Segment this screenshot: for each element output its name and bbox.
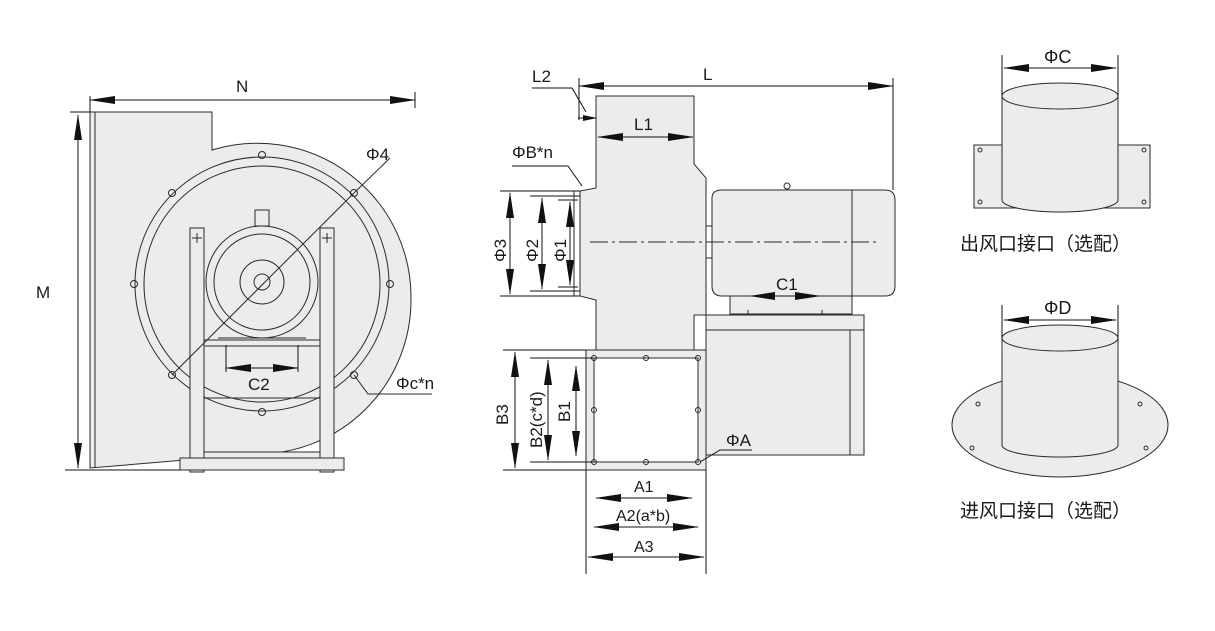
dim-label-phid: ΦD	[1044, 298, 1071, 318]
motor-stand-right	[319, 227, 335, 473]
inlet-caption: 进风口接口（选配）	[960, 500, 1131, 522]
dim-label-phic-n: Φc*n	[396, 374, 434, 393]
dim-label-n: N	[236, 77, 248, 96]
dim-label-phic: ΦC	[1044, 47, 1071, 67]
dim-label-phi1: Φ1	[551, 239, 570, 262]
housing-side	[579, 95, 707, 351]
side-dimensions	[500, 78, 894, 574]
dim-label-phi4: Φ4	[366, 145, 389, 164]
base-frame	[705, 314, 865, 456]
outlet-caption: 出风口接口（选配）	[960, 233, 1131, 255]
inlet-ring-inner	[143, 165, 381, 403]
dim-label-b1: B1	[555, 401, 574, 422]
front-view	[89, 111, 432, 473]
dim-label-phi3: Φ3	[491, 239, 510, 262]
dim-label-c2: C2	[248, 375, 270, 394]
dim-label-l: L	[703, 65, 712, 84]
dim-label-a3: A3	[634, 539, 654, 556]
outlet-connector	[973, 55, 1151, 213]
side-view	[573, 95, 896, 471]
dim-label-a1: A1	[634, 479, 654, 496]
motor-end	[205, 225, 319, 339]
dim-label-b2: B2(c*d)	[527, 391, 546, 448]
dim-label-c1: C1	[776, 275, 798, 294]
motor-body	[711, 189, 896, 297]
dim-label-a2: A2(a*b)	[616, 508, 670, 525]
dim-label-l2: L2	[532, 67, 551, 86]
dim-label-phib-n: ΦB*n	[512, 143, 553, 162]
dim-label-phia: ΦA	[726, 431, 752, 450]
front-dimensions	[65, 92, 416, 471]
dim-label-phi2: Φ2	[523, 239, 542, 262]
inlet-connector	[951, 305, 1169, 478]
dim-label-l1: L1	[634, 115, 653, 134]
dim-label-m: M	[36, 283, 50, 302]
dim-label-b3: B3	[493, 404, 512, 425]
